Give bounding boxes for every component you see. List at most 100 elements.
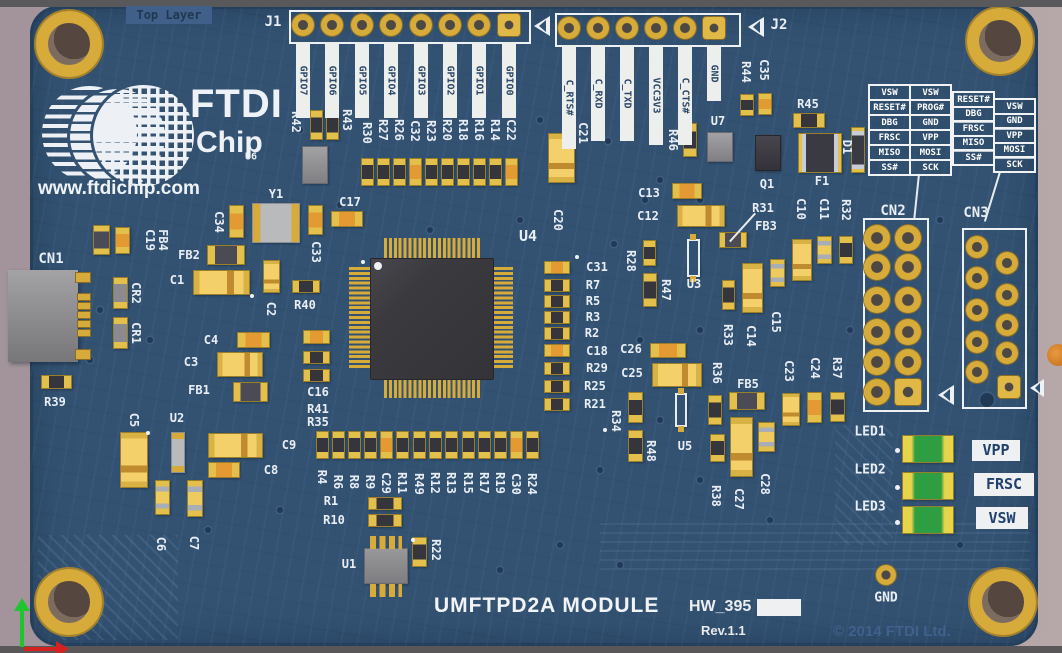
- component-r13[interactable]: [444, 431, 458, 459]
- component-led2[interactable]: [902, 472, 954, 500]
- component-c15[interactable]: [769, 259, 785, 287]
- component-r16[interactable]: [472, 158, 486, 186]
- cn1-pad[interactable]: [78, 312, 90, 318]
- component-r32[interactable]: [839, 236, 853, 264]
- j2-pin-pad[interactable]: [558, 17, 580, 39]
- component-r39[interactable]: [40, 375, 72, 389]
- j1-pin-pad[interactable]: [351, 14, 373, 36]
- component-r33[interactable]: [721, 280, 735, 310]
- component-c14[interactable]: [741, 263, 763, 313]
- cn1-shield-pad[interactable]: [76, 350, 90, 359]
- j2-pin-pad[interactable]: [645, 17, 667, 39]
- j2-pin-pad[interactable]: [616, 17, 638, 39]
- component-fb3[interactable]: [719, 232, 747, 248]
- component-r12[interactable]: [428, 431, 442, 459]
- component-r41[interactable]: [302, 350, 330, 364]
- component-c28[interactable]: [757, 422, 775, 452]
- component-c5[interactable]: [120, 432, 148, 488]
- component-c29[interactable]: [379, 431, 393, 459]
- component-r8[interactable]: [347, 431, 361, 459]
- j2-pin-pad[interactable]: [703, 17, 725, 39]
- component-c26[interactable]: [650, 342, 686, 358]
- component-c1[interactable]: [192, 269, 250, 295]
- cn3-pin-pad[interactable]: [966, 299, 988, 321]
- cn2-pin-pad[interactable]: [864, 379, 890, 405]
- component-r3[interactable]: [544, 310, 570, 324]
- cn3-pin-pad[interactable]: [996, 284, 1018, 306]
- component-u2[interactable]: [171, 431, 185, 473]
- j1-pin-pad[interactable]: [498, 14, 520, 36]
- cn3-pin-pad[interactable]: [966, 331, 988, 353]
- component-c24[interactable]: [806, 391, 822, 423]
- cn1-pad[interactable]: [78, 303, 90, 309]
- component-c13[interactable]: [672, 183, 702, 199]
- j1-pin-pad[interactable]: [321, 14, 343, 36]
- component-c9[interactable]: [207, 432, 263, 458]
- component-r22[interactable]: [411, 537, 427, 567]
- component-c11[interactable]: [816, 236, 832, 264]
- j2-pin-pad[interactable]: [587, 17, 609, 39]
- component-r14[interactable]: [488, 158, 502, 186]
- component-r23[interactable]: [424, 158, 438, 186]
- j1-pin-pad[interactable]: [292, 14, 314, 36]
- component-d1[interactable]: [851, 127, 865, 173]
- component-c25[interactable]: [652, 363, 702, 387]
- component-c6[interactable]: [154, 479, 170, 515]
- cn1-pad[interactable]: [78, 330, 90, 336]
- component-r37[interactable]: [829, 392, 845, 422]
- component-r19[interactable]: [493, 431, 507, 459]
- gnd-test-point[interactable]: [876, 565, 896, 585]
- component-c17[interactable]: [331, 211, 363, 227]
- component-r29[interactable]: [544, 361, 570, 375]
- component-c4[interactable]: [236, 332, 270, 348]
- component-r7[interactable]: [544, 278, 570, 292]
- component-r4[interactable]: [315, 431, 329, 459]
- component-c23[interactable]: [782, 392, 800, 426]
- component-r1[interactable]: [368, 496, 402, 510]
- component-r45[interactable]: [793, 112, 825, 128]
- component-c3[interactable]: [217, 351, 263, 377]
- component-c19[interactable]: [92, 225, 110, 255]
- component-r40[interactable]: [292, 279, 320, 293]
- cn2-pin-pad[interactable]: [895, 349, 921, 375]
- component-r5[interactable]: [544, 294, 570, 308]
- component-cr1[interactable]: [112, 317, 128, 349]
- cn2-pin-pad[interactable]: [895, 225, 921, 251]
- cn2-pin-pad[interactable]: [864, 349, 890, 375]
- component-fb1[interactable]: [232, 382, 268, 402]
- component-y1[interactable]: [252, 203, 300, 243]
- component-c32[interactable]: [408, 158, 422, 186]
- cn2-pin-pad[interactable]: [864, 225, 890, 251]
- component-r17[interactable]: [477, 431, 491, 459]
- component-u7[interactable]: [707, 132, 733, 162]
- component-fb5[interactable]: [729, 392, 765, 410]
- cn3-pin-pad[interactable]: [996, 342, 1018, 364]
- j1-pin-pad[interactable]: [380, 14, 402, 36]
- cn3-pin-pad[interactable]: [966, 361, 988, 383]
- j1-pin-pad[interactable]: [439, 14, 461, 36]
- tab-top-layer[interactable]: Top Layer: [126, 6, 212, 24]
- cn2-pin-pad[interactable]: [864, 319, 890, 345]
- component-c16[interactable]: [302, 330, 330, 344]
- component-fb4[interactable]: [114, 226, 130, 254]
- component-r20[interactable]: [440, 158, 454, 186]
- component-r30[interactable]: [360, 158, 374, 186]
- component-r47[interactable]: [643, 273, 657, 307]
- cn1-pad[interactable]: [78, 321, 90, 327]
- component-r42[interactable]: [309, 110, 323, 140]
- component-c33[interactable]: [307, 205, 323, 235]
- component-c10[interactable]: [792, 239, 812, 281]
- cn2-pin-pad[interactable]: [895, 254, 921, 280]
- component-r36[interactable]: [708, 395, 722, 425]
- component-r10[interactable]: [368, 513, 402, 527]
- j1-pin-pad[interactable]: [410, 14, 432, 36]
- component-r34[interactable]: [627, 391, 643, 423]
- component-c31[interactable]: [544, 260, 570, 274]
- j2-pin-pad[interactable]: [674, 17, 696, 39]
- cn3-pin-pad[interactable]: [966, 267, 988, 289]
- component-r44[interactable]: [740, 94, 754, 116]
- cn2-pin-pad[interactable]: [895, 379, 921, 405]
- component-c18[interactable]: [544, 343, 570, 357]
- cn2-pin-pad[interactable]: [864, 254, 890, 280]
- component-f1[interactable]: [798, 133, 842, 173]
